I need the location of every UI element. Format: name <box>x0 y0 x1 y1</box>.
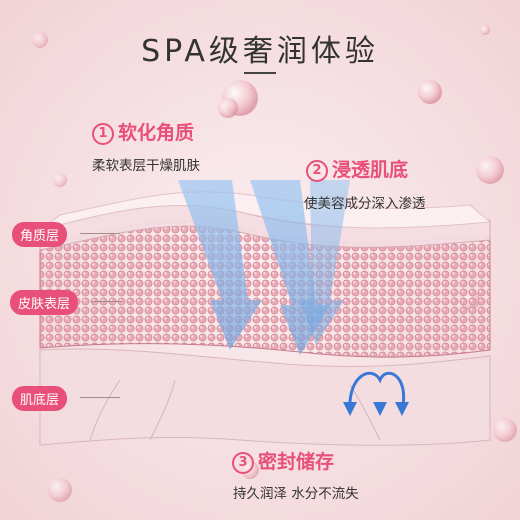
step-1-label: 软化角质 <box>118 122 195 144</box>
step-1-description: 柔软表层干燥肌肤 <box>92 158 200 174</box>
step-3-number: 3 <box>232 452 254 474</box>
layer-tag-dermis: 肌底层 <box>12 386 68 411</box>
title-underline <box>244 72 276 74</box>
step-2-label: 浸透肌底 <box>332 159 409 181</box>
step-1-number: 1 <box>92 123 114 145</box>
step-3-description: 持久润泽 水分不流失 <box>233 486 359 502</box>
page-title: SPA级奢润体验 <box>141 34 379 69</box>
layer-tag-stratum-corneum: 角质层 <box>12 222 68 247</box>
layer-pointer-line <box>80 233 120 234</box>
step-2-description: 使美容成分深入渗透 <box>304 196 426 212</box>
step-3-label: 密封储存 <box>258 451 335 473</box>
layer-pointer-line <box>92 301 122 302</box>
layer-pointer-line <box>80 397 120 398</box>
step-2-number: 2 <box>306 160 328 182</box>
layer-tag-epidermis: 皮肤表层 <box>10 290 79 315</box>
